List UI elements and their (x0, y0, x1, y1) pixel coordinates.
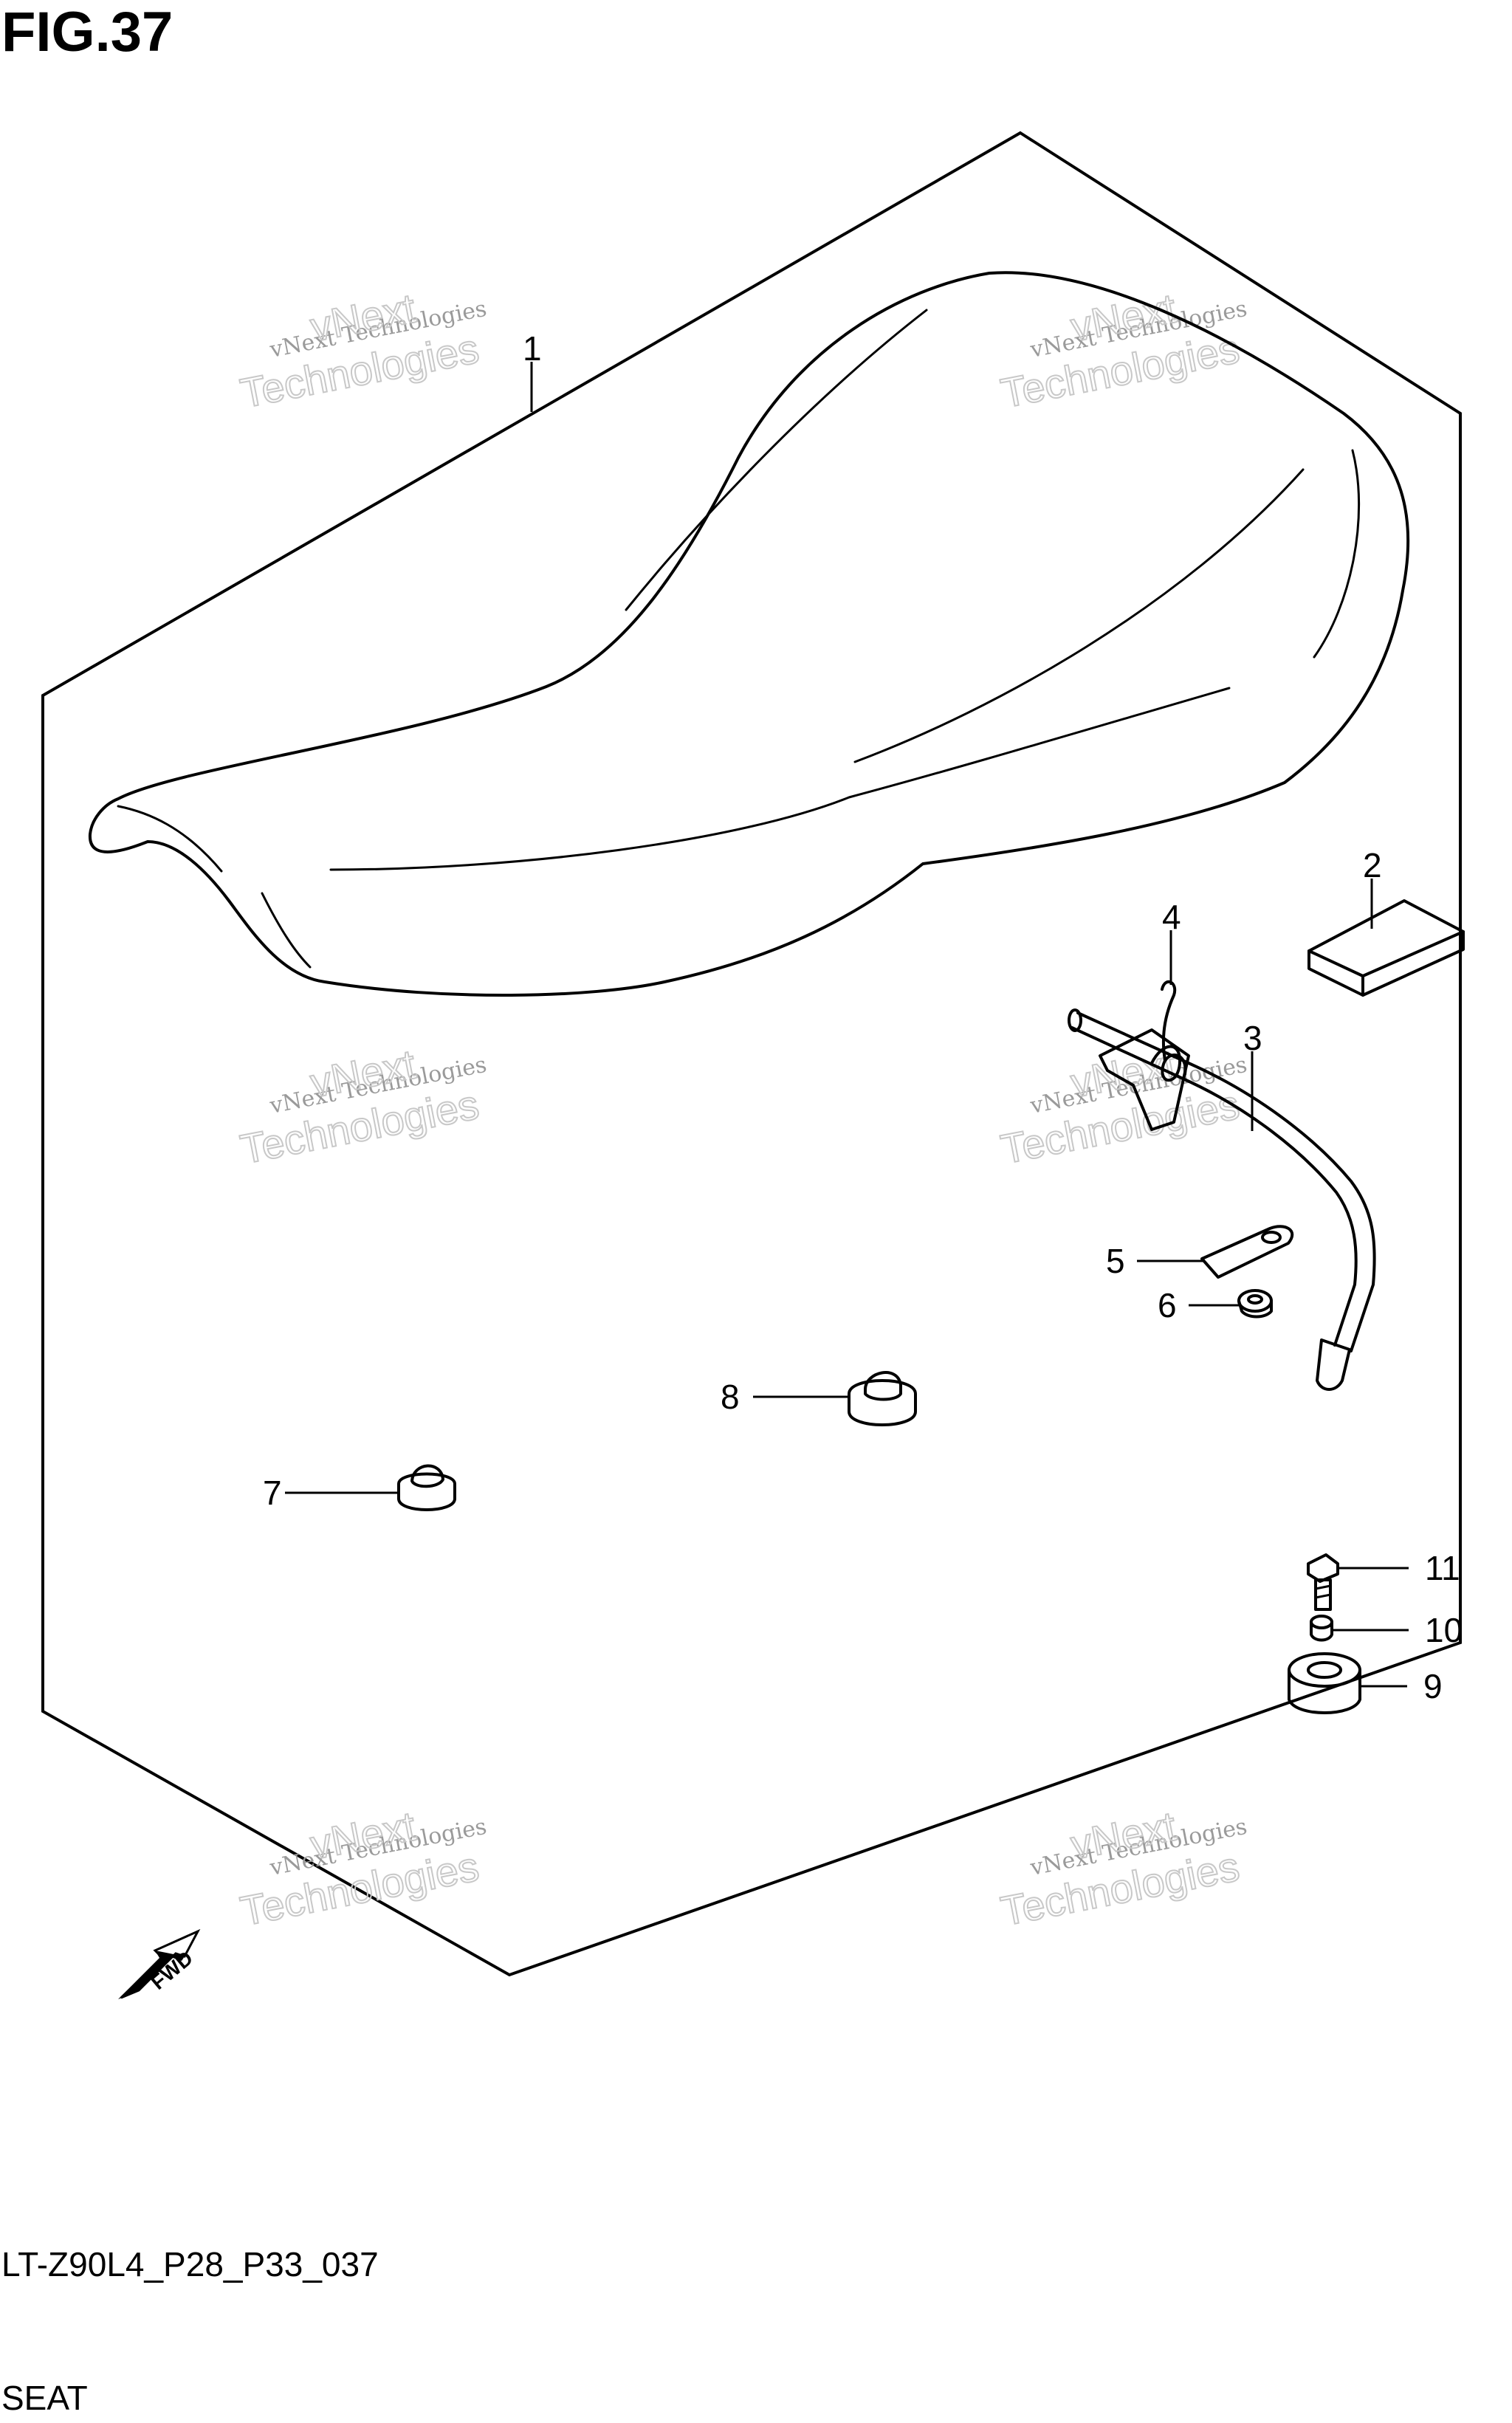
callouts: 1 2 3 4 5 6 7 8 9 10 11 (263, 329, 1463, 1705)
seat-part (88, 271, 1410, 997)
nut-part (1237, 1289, 1273, 1319)
fwd-label: FWD (146, 1946, 197, 1994)
callout-4: 4 (1162, 898, 1181, 936)
watermark-mid-left: vNext Technologies vNext Technologies (236, 1039, 489, 1173)
spring-part (1150, 980, 1187, 1082)
seat-lock-rod-part (1068, 1008, 1376, 1391)
assembly-boundary (41, 131, 1462, 1977)
callout-7: 7 (263, 1474, 282, 1512)
callout-3: 3 (1243, 1019, 1262, 1057)
callout-5: 5 (1106, 1242, 1125, 1280)
pad-part (1307, 899, 1465, 997)
watermark-bottom-left: vNext Technologies vNext Technologies (236, 1801, 489, 1935)
cushion-part-8 (848, 1371, 917, 1426)
callout-9: 9 (1423, 1667, 1443, 1705)
watermark-group: vNext Technologies vNext Technologies vN… (236, 283, 1249, 1935)
callout-11: 11 (1425, 1549, 1460, 1587)
bolt-part (1307, 1553, 1339, 1611)
callout-8: 8 (721, 1378, 740, 1416)
watermark-bottom-right: vNext Technologies vNext Technologies (997, 1801, 1249, 1935)
callout-6: 6 (1158, 1286, 1177, 1324)
diagram-code: LT-Z90L4_P28_P33_037 (1, 2245, 379, 2283)
callout-10: 10 (1425, 1611, 1463, 1649)
figure-title: FIG.37 (1, 1, 173, 63)
leader-lines (285, 362, 1409, 1688)
collar-part (1310, 1615, 1333, 1642)
fwd-direction-marker: FWD (118, 1928, 201, 1999)
callout-2: 2 (1363, 846, 1382, 884)
plate-part (1200, 1225, 1294, 1279)
watermark-top-left: vNext Technologies vNext Technologies (236, 283, 489, 417)
watermark-top-right: vNext Technologies vNext Technologies (997, 283, 1249, 417)
callout-1: 1 (523, 329, 542, 368)
grommet-part (1288, 1652, 1361, 1714)
diagram-name: SEAT (1, 2379, 88, 2417)
cushion-part-7 (397, 1464, 456, 1511)
watermark-mid-right: vNext Technologies vNext Technologies (997, 1039, 1249, 1173)
